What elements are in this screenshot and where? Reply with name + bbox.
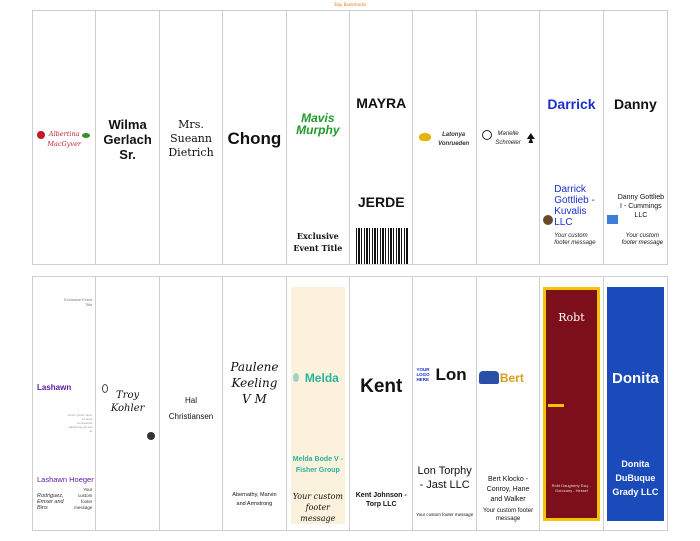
leaf-icon	[82, 133, 90, 138]
bookmark-card[interactable]: Hal Christiansen	[160, 277, 224, 530]
card-company: Robt Daugherty Esq. - Gorczany - Hessel	[551, 483, 592, 493]
card-company: Donita DuBuque Grady LLC	[612, 459, 659, 497]
card-name-line1: Albertina	[48, 130, 80, 138]
bookmark-row-top: Albertina MacGyver Wilma Gerlach Sr. Mrs…	[32, 10, 668, 265]
card-company: Danny Gottlieb I - Cummings LLC	[617, 194, 664, 219]
card-event-title: Exclusive Event Title	[64, 297, 93, 307]
card-name: Lashawn	[37, 383, 72, 392]
card-footer: Your custom footer message	[416, 512, 474, 517]
logo-placeholder: YOUR LOGO HERE	[416, 367, 430, 382]
bookmark-card[interactable]: Troy Kohler	[96, 277, 160, 530]
card-name-line2: Schmeler	[495, 140, 521, 146]
card-name-bottom: JERDE	[357, 194, 405, 210]
card-name: Wilma Gerlach Sr.	[103, 117, 152, 162]
bookmark-card[interactable]: Paulene Keeling V M Abernathy, Marvin an…	[223, 277, 287, 530]
card-company: Kent Johnson - Torp LLC	[355, 492, 407, 508]
bookmark-card[interactable]: Robt Robt Daugherty Esq. - Gorczany - He…	[540, 277, 604, 530]
card-small-text: Lorem ipsum dolor sit amet consectetur a…	[67, 413, 93, 433]
bookmark-card[interactable]: Mavis Murphy Exclusive Event Title	[287, 11, 351, 264]
card-footer: Your custom footer message	[554, 233, 596, 246]
card-footer: Your custom footer message	[621, 233, 664, 246]
card-name-line2: MacGyver	[47, 140, 82, 148]
card-company: Bert Klocko - Conroy, Hane and Walker	[486, 476, 530, 503]
card-name: Danny	[613, 96, 657, 112]
bookmark-card[interactable]: Melda Melda Bode V - Fisher Group Your c…	[287, 277, 351, 530]
dog-icon	[543, 215, 554, 225]
card-name: Hal Christiansen	[168, 396, 214, 421]
bookmark-card[interactable]: MAYRA JERDE	[350, 11, 414, 264]
card-name: Mavis Murphy	[296, 111, 340, 137]
logo-placeholder-icon	[606, 215, 618, 224]
card-background-panel	[606, 287, 665, 521]
bookmark-card[interactable]: Bert Bert Klocko - Conroy, Hane and Walk…	[477, 277, 541, 530]
bookmark-card[interactable]: Danny Danny Gottlieb I - Cummings LLC Yo…	[604, 11, 667, 264]
card-name: Kent	[360, 376, 403, 397]
card-name: Darrick	[547, 96, 596, 112]
card-name-line1: Marielle	[497, 131, 519, 137]
card-footer: Exclusive Event Title	[293, 231, 343, 253]
bird-icon	[419, 133, 432, 141]
swirl-icon	[292, 373, 299, 382]
bookmark-card[interactable]: Donita Donita DuBuque Grady LLC	[604, 277, 667, 530]
card-name-line2: Vonrueden	[438, 141, 470, 147]
flourish-icon	[548, 404, 565, 407]
card-footer: Your custom footer message	[292, 492, 343, 523]
card-name: Chong	[227, 129, 282, 148]
bookmark-card[interactable]: Kent Kent Johnson - Torp LLC	[350, 277, 414, 530]
page-header-label: Slay Bookmarks	[333, 2, 367, 7]
card-full-name: Lon Torphy - Jast LLC	[417, 465, 472, 491]
portrait-icon	[481, 130, 492, 140]
barcode-image	[356, 228, 409, 264]
card-footer: Your custom footer message	[74, 487, 93, 510]
card-full-name: Lashawn Hoeger	[37, 475, 94, 484]
card-name: Lon	[435, 365, 467, 384]
card-name-top: MAYRA	[356, 95, 407, 111]
bookmark-card[interactable]: Exclusive Event Title Lashawn Lorem ipsu…	[33, 277, 97, 530]
cherry-icon	[37, 131, 45, 139]
card-name-line1: Latonya	[442, 132, 466, 138]
ornament-icon	[102, 384, 109, 393]
bookmark-card[interactable]: Wilma Gerlach Sr.	[96, 11, 160, 264]
bookmark-card[interactable]: Latonya Vonrueden	[413, 11, 477, 264]
bookmark-card[interactable]: Chong	[223, 11, 287, 264]
card-company: Darrick Gottlieb - Kuvalis LLC	[554, 184, 595, 228]
card-background-panel	[290, 287, 346, 524]
card-company: Melda Bode V - Fisher Group	[292, 456, 343, 474]
card-name: Troy Kohler	[110, 390, 145, 414]
dancer-icon	[526, 133, 535, 143]
car-icon	[478, 371, 499, 384]
bookmark-card[interactable]: Albertina MacGyver	[33, 11, 97, 264]
card-name: Paulene Keeling V M	[230, 360, 279, 406]
bookmark-card[interactable]: Mrs. Sueann Dietrich	[160, 11, 224, 264]
card-footer: Your custom footer message	[482, 508, 534, 522]
bookmark-card[interactable]: Marielle Schmeler	[477, 11, 541, 264]
card-company: Abernathy, Marvin and Armstrong	[232, 492, 277, 507]
badge-icon	[147, 432, 156, 440]
card-name: Melda	[304, 371, 339, 385]
card-name: Bert	[499, 371, 524, 385]
bookmark-row-bottom: Exclusive Event Title Lashawn Lorem ipsu…	[32, 276, 668, 531]
bookmark-card[interactable]: Darrick Darrick Gottlieb - Kuvalis LLC Y…	[540, 11, 604, 264]
card-name: Donita	[612, 370, 659, 387]
card-name: Robt	[558, 311, 585, 324]
bookmark-card[interactable]: YOUR LOGO HERE Lon Lon Torphy - Jast LLC…	[413, 277, 477, 530]
card-name: Mrs. Sueann Dietrich	[168, 118, 214, 159]
card-company: Rodriguez, Emser and Bins	[37, 493, 64, 511]
